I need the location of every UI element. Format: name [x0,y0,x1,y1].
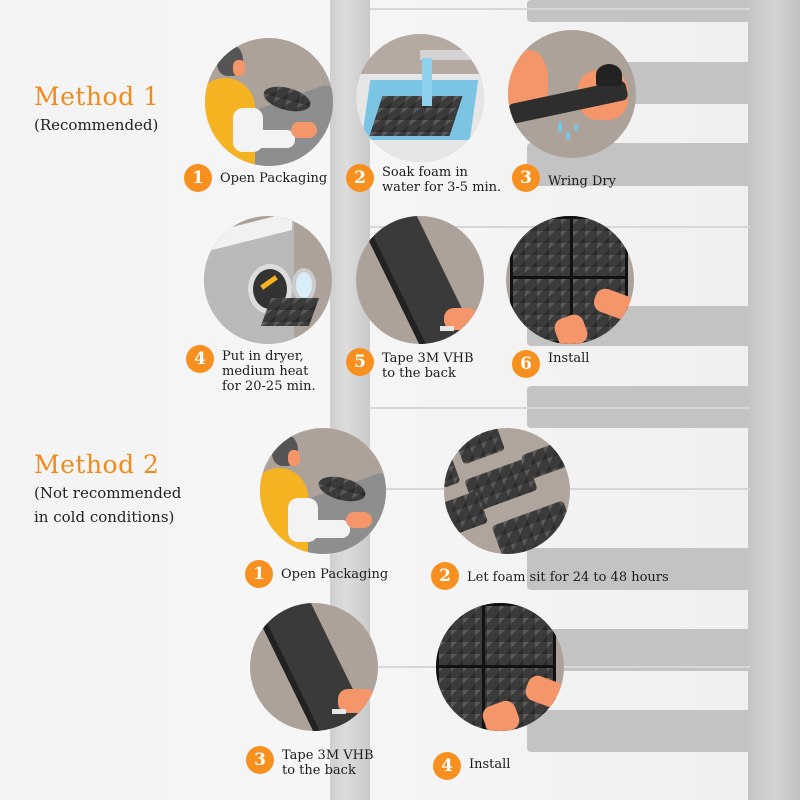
method1-step1: 1 Open Packaging [184,164,327,192]
water-stream-icon [422,58,432,106]
water-drop-icon [574,124,578,131]
foam-icon [260,298,320,326]
panel-seam-icon [436,665,556,668]
method1-step5: 5 Tape 3M VHB to the back [346,348,474,381]
illustration-person-opening-package [205,38,333,166]
hand-icon [346,512,372,528]
radiator-bar [527,548,748,590]
radiator-rail [370,8,750,10]
water-drop-icon [566,132,570,140]
radiator-rail [370,407,750,409]
illustration-foam-soaking-in-sink [356,34,484,162]
illustration-taping-foam-back [356,216,484,344]
radiator-bar [527,0,748,22]
step-number-badge: 1 [184,164,212,192]
illustration-foam-panels-resting [444,428,570,554]
method1-subtitle: (Recommended) [34,116,159,134]
radiator-pipe-right [748,0,800,800]
step-number-badge: 3 [246,746,274,774]
step-number-badge: 3 [512,164,540,192]
forearm-icon [300,520,350,538]
method2-step3: 3 Tape 3M VHB to the back [246,746,374,778]
face-icon [288,450,300,466]
method2-title: Method 2 [34,450,160,479]
step-number-badge: 4 [186,345,214,373]
tape-icon [332,709,346,714]
foam-end-icon [596,64,622,86]
radiator-bar [527,710,748,752]
hand-icon [291,122,317,138]
method1-step3: 3 Wring Dry [512,164,616,192]
step-label: Let foam sit for 24 to 48 hours [467,570,669,585]
method2-step1: 1 Open Packaging [245,560,388,588]
foam-tile-icon [444,453,461,489]
step-label: Install [548,351,590,366]
illustration-hands-installing-foam-panels [436,603,564,731]
step-label: Soak foam in water for 3-5 min. [382,165,502,195]
illustration-taping-foam-back [250,603,378,731]
step-number-badge: 6 [512,350,540,378]
panel-seam-icon [570,216,573,344]
illustration-hands-installing-foam-panels [506,216,634,344]
step-label: Wring Dry [548,174,616,189]
step-label: Put in dryer, medium heat for 20-25 min. [222,349,316,394]
method1-step2: 2 Soak foam in water for 3-5 min. [346,164,501,195]
step-number-badge: 1 [245,560,273,588]
faucet-icon [420,50,470,60]
method1-step6: 6 Install [512,350,589,378]
illustration-foam-into-dryer [204,216,332,344]
hand-icon [444,308,478,330]
method2-subtitle-line1: (Not recommended [34,484,182,502]
method2-subtitle-line2: in cold conditions) [34,508,175,526]
method2-heading: Method 2 (Not recommended in cold condit… [34,450,181,529]
forearm-icon [245,130,295,148]
panel-seam-icon [510,276,628,279]
method1-title: Method 1 [34,82,160,111]
face-icon [233,60,245,76]
step-number-badge: 2 [346,164,374,192]
method1-step4: 4 Put in dryer, medium heat for 20-25 mi… [186,345,316,394]
illustration-person-opening-package [260,428,386,554]
illustration-hands-wringing-foam [508,30,636,158]
step-label: Tape 3M VHB to the back [382,351,474,381]
panel-seam-icon [482,603,485,731]
water-drop-icon [558,122,562,132]
step-number-badge: 4 [433,752,461,780]
dryer-door-icon [292,268,316,302]
step-label: Open Packaging [220,171,328,186]
method1-heading: Method 1 (Recommended) [34,82,159,137]
step-number-badge: 2 [431,562,459,590]
step-number-badge: 5 [346,348,374,376]
step-label: Tape 3M VHB to the back [282,748,374,778]
method2-step4: 4 Install [433,752,510,780]
tape-icon [440,326,454,331]
foam-icon [369,96,463,136]
step-label: Install [469,757,511,772]
method2-step2: 2 Let foam sit for 24 to 48 hours [431,562,669,590]
step-label: Open Packaging [281,567,389,582]
